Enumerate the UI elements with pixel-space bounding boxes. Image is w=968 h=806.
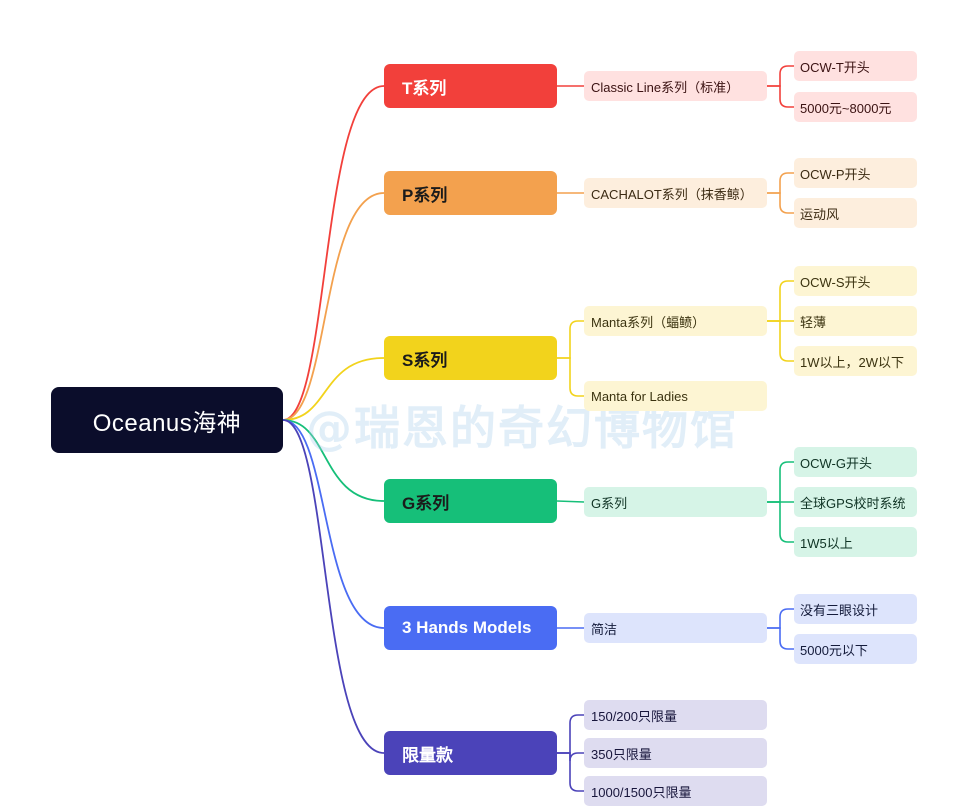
branch-1-0-link-1	[767, 192, 794, 214]
series-label-0: T系列	[402, 78, 447, 98]
leaf-node-0-0-1-label: 5000元~8000元	[800, 100, 892, 116]
branch-4-0-link-0	[767, 608, 794, 629]
leaf-node-2-0-2-label: 1W以上，2W以下	[800, 354, 905, 370]
leaf-node-3-0-2-label: 1W5以上	[800, 535, 853, 551]
leaf-node-3-0-0[interactable]: OCW-G开头	[794, 447, 917, 477]
branch-node-3-0[interactable]: G系列	[584, 487, 767, 517]
series-node-2[interactable]: S系列	[384, 336, 557, 380]
root-node[interactable]: Oceanus海神	[51, 387, 283, 453]
series-node-5[interactable]: 限量款	[384, 731, 557, 775]
branch-node-5-0-label: 150/200只限量	[591, 708, 677, 724]
leaf-node-4-0-0-label: 没有三眼设计	[800, 602, 879, 618]
root-label: Oceanus海神	[92, 409, 242, 437]
branch-0-0-link-0	[767, 65, 794, 87]
series-label-5: 限量款	[402, 745, 453, 765]
series-node-0[interactable]: T系列	[384, 64, 557, 108]
branch-node-2-0-label: Manta系列（蝠鲼）	[591, 314, 706, 330]
branch-node-3-0-label: G系列	[591, 495, 628, 511]
series-3-link-0	[556, 500, 585, 503]
leaf-node-3-0-1[interactable]: 全球GPS校时系统	[794, 487, 917, 517]
leaf-node-0-0-1[interactable]: 5000元~8000元	[794, 92, 917, 122]
root-link-2	[282, 357, 385, 421]
leaf-node-2-0-1[interactable]: 轻薄	[794, 306, 917, 336]
leaf-node-1-0-1[interactable]: 运动风	[794, 198, 917, 228]
series-2-link-1	[557, 357, 584, 397]
branch-node-2-1-label: Manta for Ladies	[591, 388, 688, 404]
series-label-3: G系列	[402, 493, 450, 513]
series-node-1[interactable]: P系列	[384, 171, 557, 215]
branch-2-0-link-0	[767, 280, 794, 322]
branch-0-0-link-1	[767, 85, 794, 108]
leaf-node-3-0-1-label: 全球GPS校时系统	[800, 495, 906, 511]
leaf-node-4-0-1[interactable]: 5000元以下	[794, 634, 917, 664]
leaf-node-0-0-0-label: OCW-T开头	[800, 59, 870, 75]
branch-3-0-link-0	[767, 461, 794, 503]
branch-node-4-0-label: 简洁	[591, 621, 618, 637]
leaf-node-0-0-0[interactable]: OCW-T开头	[794, 51, 917, 81]
leaf-node-1-0-0[interactable]: OCW-P开头	[794, 158, 917, 188]
leaf-node-3-0-2[interactable]: 1W5以上	[794, 527, 917, 557]
branch-4-0-link-1	[767, 627, 794, 650]
branch-node-5-2[interactable]: 1000/1500只限量	[584, 776, 767, 806]
series-5-link-2	[557, 752, 584, 792]
root-link-0	[282, 85, 385, 421]
branch-3-0-link-2	[767, 501, 794, 543]
branch-node-0-0[interactable]: Classic Line系列（标准）	[584, 71, 767, 101]
series-node-4[interactable]: 3 Hands Models	[384, 606, 557, 650]
root-link-1	[282, 192, 385, 421]
series-label-4: 3 Hands Models	[402, 618, 532, 637]
root-link-3	[282, 419, 385, 502]
series-5-link-0	[557, 714, 584, 754]
root-link-5	[282, 419, 385, 754]
series-node-3[interactable]: G系列	[384, 479, 557, 523]
leaf-node-1-0-1-label: 运动风	[800, 206, 840, 222]
branch-node-5-1[interactable]: 350只限量	[584, 738, 767, 768]
branch-node-5-1-label: 350只限量	[591, 746, 652, 762]
branch-node-4-0[interactable]: 简洁	[584, 613, 767, 643]
root-link-4	[282, 419, 385, 629]
branch-node-5-0[interactable]: 150/200只限量	[584, 700, 767, 730]
leaf-node-2-0-0-label: OCW-S开头	[800, 274, 871, 290]
branch-node-5-2-label: 1000/1500只限量	[591, 784, 692, 800]
branch-node-1-0[interactable]: CACHALOT系列（抹香鲸）	[584, 178, 767, 208]
branch-2-0-link-2	[767, 320, 794, 362]
leaf-node-4-0-1-label: 5000元以下	[800, 642, 868, 658]
leaf-node-2-0-2[interactable]: 1W以上，2W以下	[794, 346, 917, 376]
leaf-node-2-0-0[interactable]: OCW-S开头	[794, 266, 917, 296]
branch-1-0-link-0	[767, 172, 794, 194]
series-label-1: P系列	[402, 185, 448, 205]
leaf-node-4-0-0[interactable]: 没有三眼设计	[794, 594, 917, 624]
branch-node-2-0[interactable]: Manta系列（蝠鲼）	[584, 306, 767, 336]
branch-node-0-0-label: Classic Line系列（标准）	[591, 79, 740, 95]
series-2-link-0	[557, 320, 584, 359]
leaf-node-3-0-0-label: OCW-G开头	[800, 455, 872, 471]
leaf-node-2-0-1-label: 轻薄	[800, 314, 827, 330]
series-label-2: S系列	[402, 350, 448, 370]
branch-node-1-0-label: CACHALOT系列（抹香鲸）	[591, 186, 753, 202]
branch-node-2-1[interactable]: Manta for Ladies	[584, 381, 767, 411]
leaf-node-1-0-0-label: OCW-P开头	[800, 166, 871, 182]
